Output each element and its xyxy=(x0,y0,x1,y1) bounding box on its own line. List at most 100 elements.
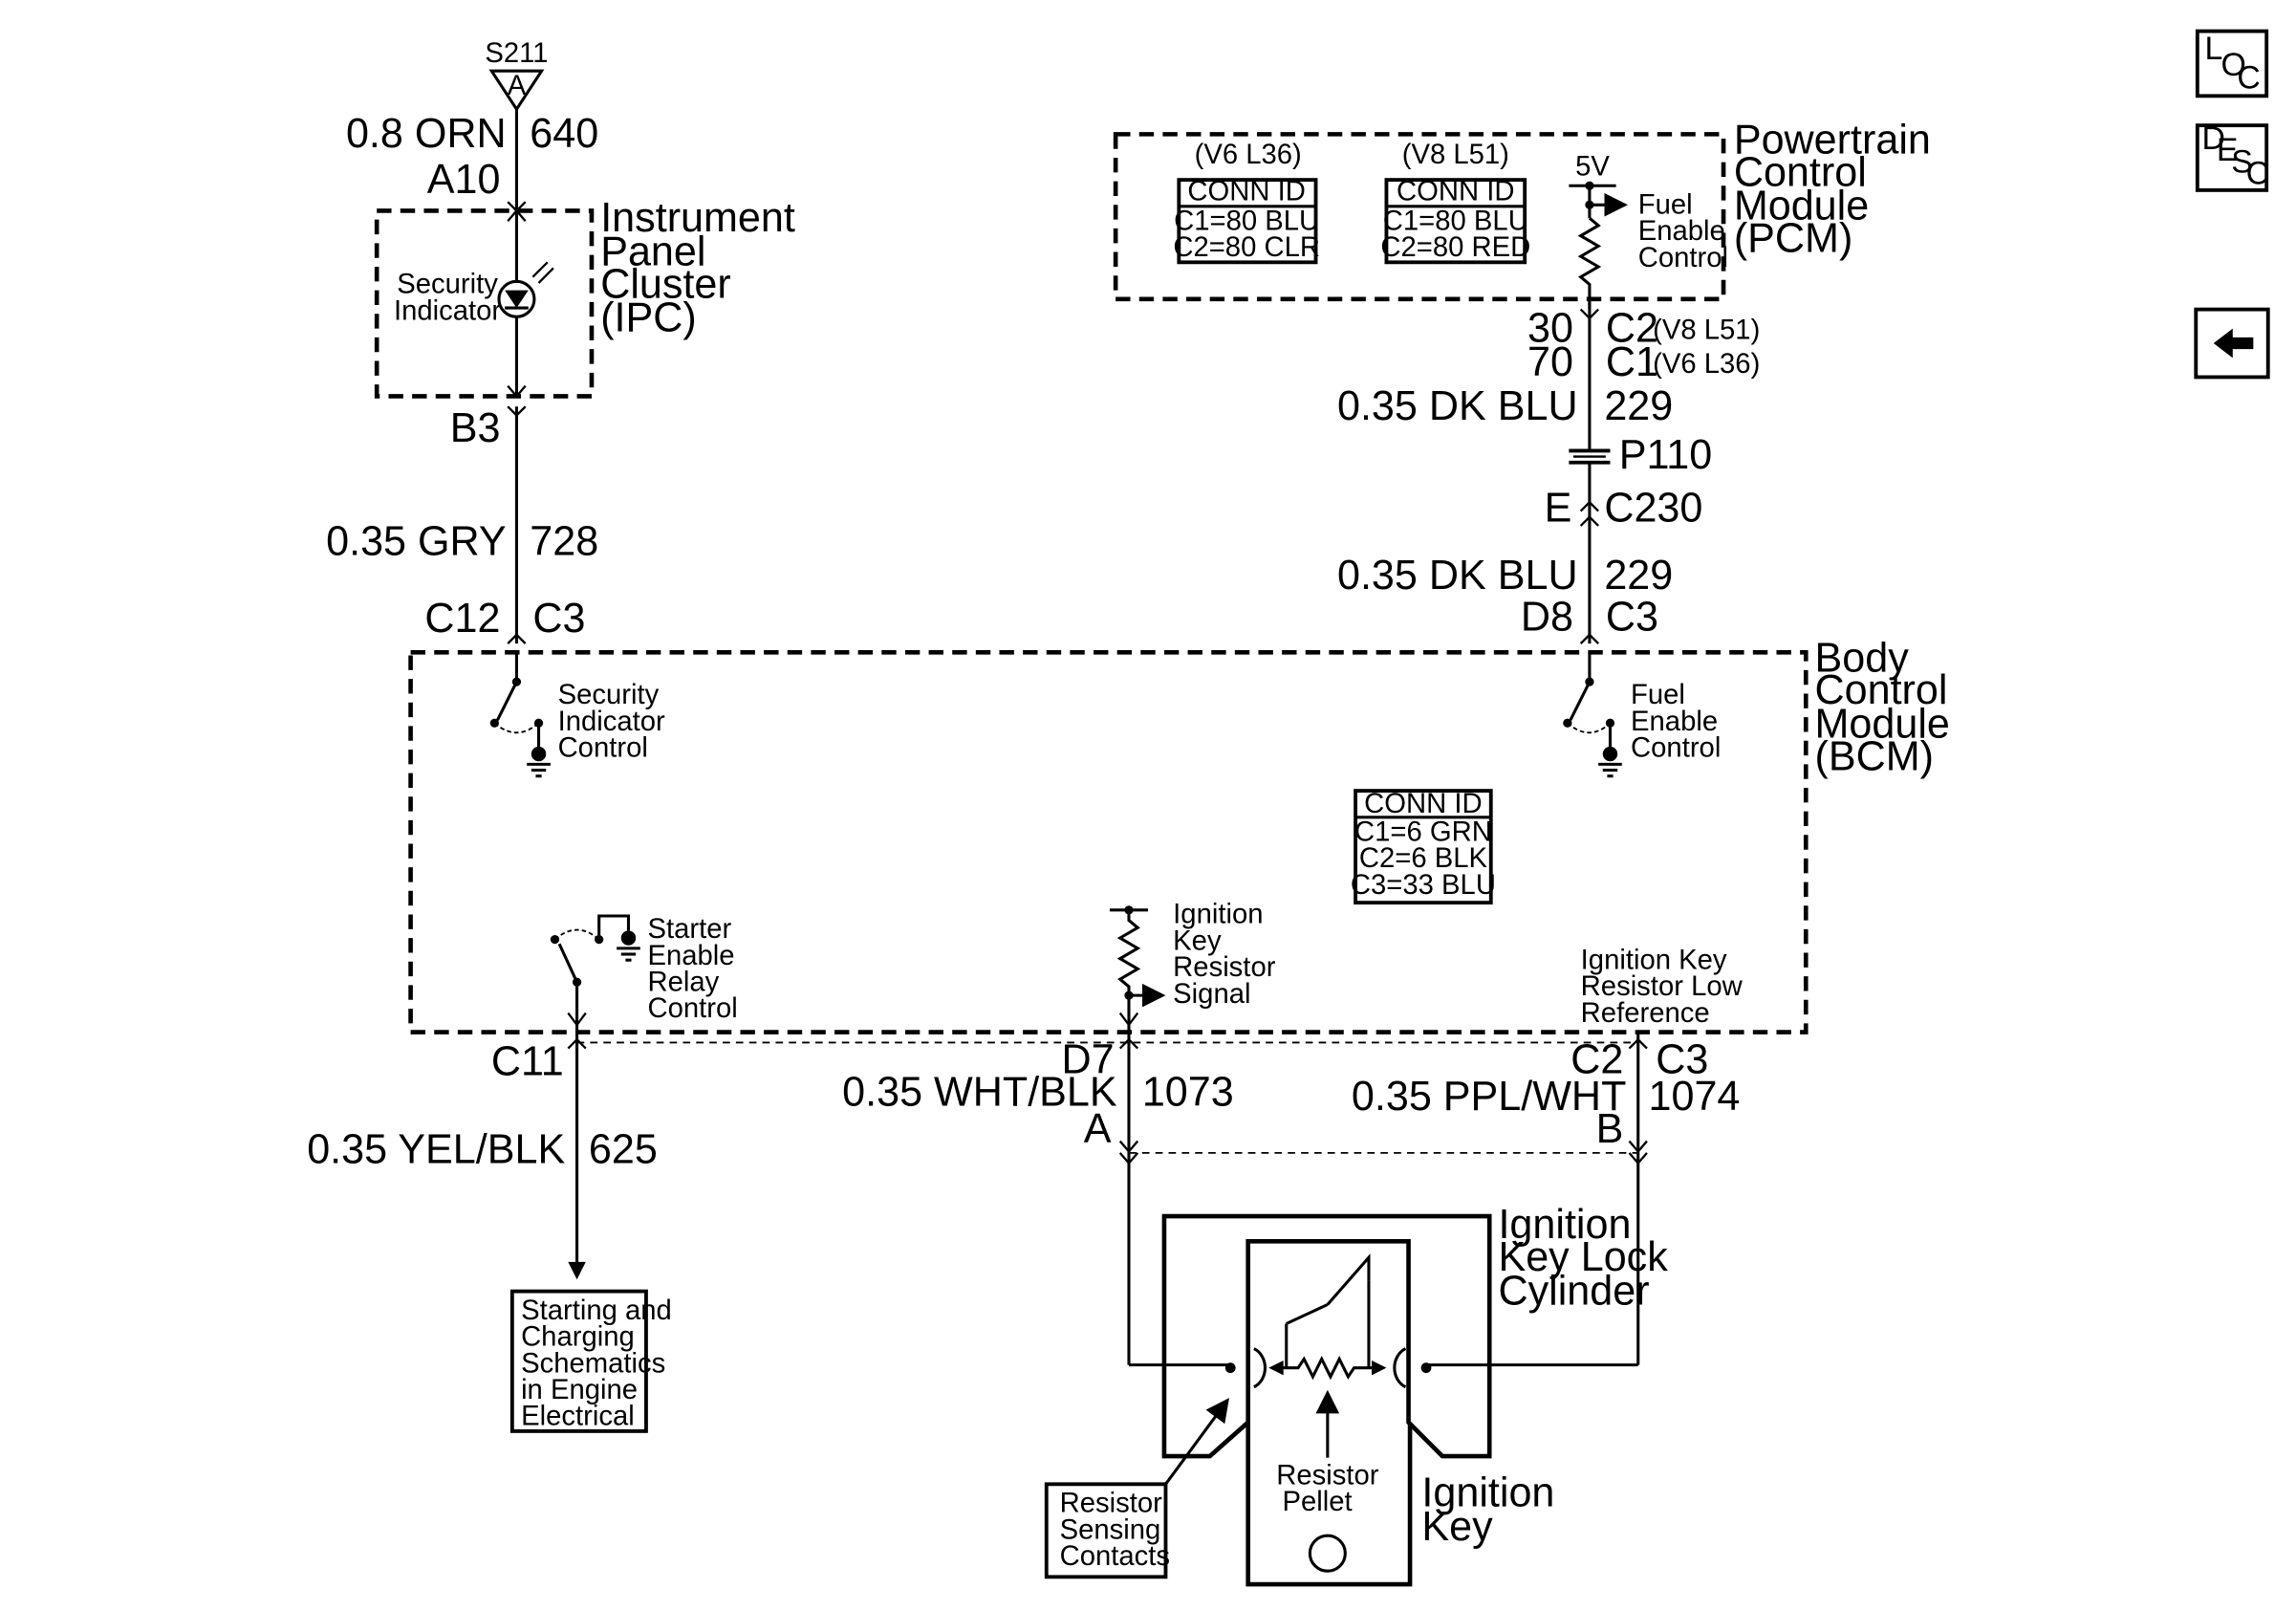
ipc-title-line: Instrument xyxy=(600,195,795,241)
ground-icon xyxy=(617,930,640,962)
fuel-control-label: Enable xyxy=(1631,707,1718,737)
reference-line: Electrical xyxy=(521,1402,635,1432)
ipc-title-line: (IPC) xyxy=(600,295,697,341)
c230-mark-lower xyxy=(1579,515,1599,527)
lock-cylinder-label: Cylinder xyxy=(1498,1268,1649,1314)
c230-mark-upper xyxy=(1579,500,1599,512)
ipc-pin-b3: B3 xyxy=(450,405,501,451)
p110-pass-through-icon xyxy=(1569,448,1611,465)
led-icon xyxy=(497,261,554,318)
security-switch-icon xyxy=(489,652,544,754)
starter-control-label: Control xyxy=(647,993,737,1024)
wire-625-color: 0.35 YEL/BLK xyxy=(307,1127,565,1173)
pcm-conn-c1-engine: (V6 L36) xyxy=(1653,349,1760,380)
pcm-v8-conn-id: CONN ID C1=80 BLU C2=80 RED xyxy=(1380,177,1530,265)
sensing-contacts-label: Resistor xyxy=(1060,1489,1163,1519)
d7-mark xyxy=(1118,1037,1139,1050)
terminal-a-mark-upper xyxy=(1118,1140,1139,1154)
reference-line: Schematics xyxy=(521,1348,665,1379)
security-indicator-label: Security xyxy=(397,270,498,300)
security-control-label: Indicator xyxy=(558,707,665,737)
contact-arrow-right xyxy=(1372,1360,1387,1376)
ground-icon xyxy=(1598,746,1622,778)
ipc-title: Instrument Panel Cluster (IPC) xyxy=(600,195,795,341)
wire-229-circuit-2: 229 xyxy=(1604,553,1673,599)
pcm-title-line: Powertrain xyxy=(1734,117,1931,163)
conn-id-title: CONN ID xyxy=(1187,177,1306,207)
ipc-out-mark xyxy=(507,384,527,399)
starter-control-label: Relay xyxy=(647,968,719,998)
terminal-b-mark-upper xyxy=(1628,1140,1648,1154)
pcm-5v-label: 5V xyxy=(1575,151,1610,182)
sensing-contacts-box: Resistor Sensing Contacts xyxy=(1044,1482,1170,1579)
resistor-pellet-icon xyxy=(1280,1356,1373,1381)
wire-640-circuit: 640 xyxy=(530,111,598,157)
sensing-contacts-label: Contacts xyxy=(1060,1541,1170,1572)
back-button[interactable] xyxy=(2194,307,2270,380)
bcm-pullup-resistor-icon xyxy=(1109,905,1148,1033)
ipc-title-line: Panel xyxy=(600,229,705,274)
splice-s211: S211 A xyxy=(485,38,549,113)
starting-charging-reference-box[interactable]: Starting and Charging Schematics in Engi… xyxy=(509,1289,672,1433)
c230-label: C230 xyxy=(1604,485,1702,531)
lock-cylinder-label: Key Lock xyxy=(1498,1234,1668,1280)
ignition-key xyxy=(1245,1422,1413,1587)
bcm-pin-d8: D8 xyxy=(1521,594,1573,640)
pcm-fuel-label: Fuel xyxy=(1638,190,1693,221)
conn-id-line: C1=80 BLU xyxy=(1174,206,1319,236)
bcm-conn-c3-right: C3 xyxy=(1606,594,1658,640)
reference-line: Starting and xyxy=(521,1295,672,1326)
sensing-contacts-label: Sensing xyxy=(1060,1514,1161,1545)
bcm-pin-d7: D7 xyxy=(1061,1037,1114,1083)
loc-letter: C xyxy=(2237,60,2260,97)
ign-low-ref-label: Reference xyxy=(1581,998,1710,1029)
ign-signal-out-mark xyxy=(1118,1012,1139,1027)
wire-1074-color: 0.35 PPL/WHT xyxy=(1352,1074,1626,1120)
bcm-conn-c3-left: C3 xyxy=(532,596,585,642)
wire-625-circuit: 625 xyxy=(589,1127,658,1173)
contacts-pointer-arrow xyxy=(1164,1398,1229,1486)
wire-1074-circuit: 1074 xyxy=(1649,1074,1741,1120)
pcm-title-line: Control xyxy=(1734,149,1867,195)
pcm-conn-c1: C1 xyxy=(1606,339,1658,385)
bcm-title-line: Module xyxy=(1815,702,1950,748)
wire-229-color-1: 0.35 DK BLU xyxy=(1337,383,1578,429)
lock-cylinder-label: Ignition xyxy=(1498,1202,1631,1248)
lock-terminal-b: B xyxy=(1596,1106,1624,1152)
pcm-title: Powertrain Control Module (PCM) xyxy=(1734,117,1931,261)
bcm-title: Body Control Module (BCM) xyxy=(1815,635,1950,779)
wire-728-circuit: 728 xyxy=(530,519,598,565)
desc-letter: D xyxy=(2201,120,2224,157)
conn-id-line: C2=6 BLK xyxy=(1359,843,1488,874)
resistor-pellet-label: Pellet xyxy=(1282,1487,1352,1517)
conn-id-title: CONN ID xyxy=(1397,177,1515,207)
wire-229-circuit-1: 229 xyxy=(1604,383,1673,429)
wire-1073-color: 0.35 WHT/BLK xyxy=(842,1070,1117,1116)
pcm-v8-header: (V8 L51) xyxy=(1402,140,1509,170)
loc-button[interactable]: L O C xyxy=(2195,29,2269,98)
terminal-a-mark-lower xyxy=(1118,1152,1139,1165)
desc-button[interactable]: D E S C xyxy=(2195,120,2269,192)
terminal-b-mark-lower xyxy=(1628,1152,1648,1165)
fuel-switch-icon xyxy=(1563,652,1615,754)
c230-pin-e: E xyxy=(1545,485,1572,531)
security-control-label: Security xyxy=(558,680,660,710)
wire-640-color: 0.8 ORN xyxy=(346,111,507,157)
starter-control-label: Enable xyxy=(647,941,734,971)
ign-low-ref-label: Resistor Low xyxy=(1581,971,1744,1002)
ipc-title-line: Cluster xyxy=(600,261,731,307)
splice-pin: A xyxy=(508,71,527,101)
reference-line: Charging xyxy=(521,1322,635,1353)
p110-label: P110 xyxy=(1619,432,1712,478)
ign-low-ref-label: Ignition Key xyxy=(1581,945,1727,975)
splice-name: S211 xyxy=(485,38,548,69)
loc-letter: O xyxy=(2220,47,2245,83)
starter-out-mark xyxy=(567,1012,587,1027)
ign-signal-label: Ignition xyxy=(1173,900,1263,930)
security-indicator-label: Indicator xyxy=(394,295,501,326)
ign-signal-label: Signal xyxy=(1173,979,1250,1010)
contact-arrow-left xyxy=(1268,1360,1284,1376)
lock-cylinder xyxy=(1128,1213,1638,1459)
starter-switch-icon xyxy=(550,914,631,1033)
